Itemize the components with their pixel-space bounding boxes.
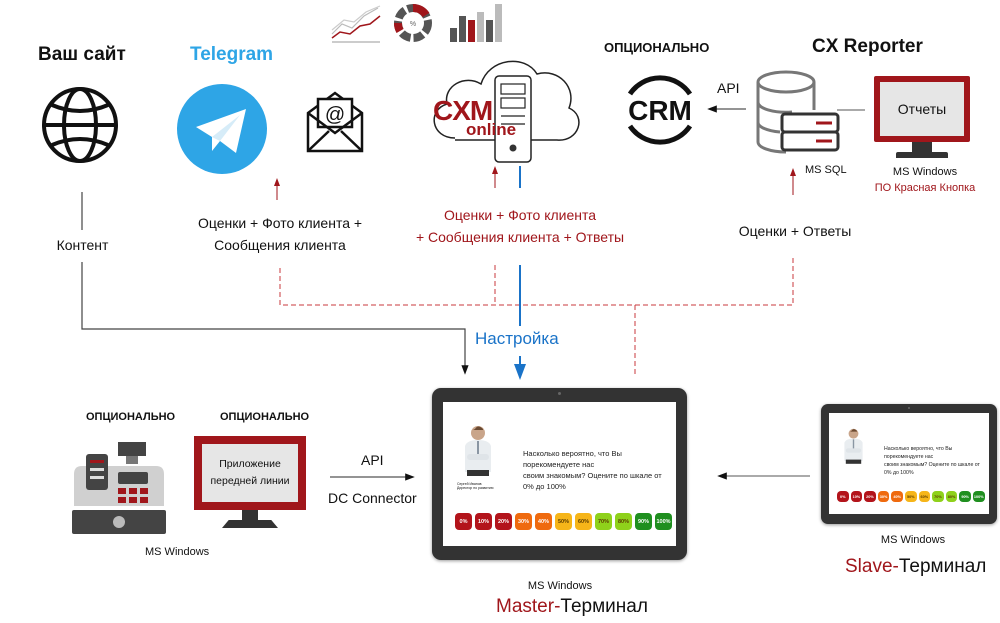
rating-option[interactable]: 50% <box>904 491 917 502</box>
rating-scale: 0%10%20%30%40%50%60%70%80%90%100% <box>837 491 985 502</box>
database-icon <box>756 70 840 154</box>
rating-option[interactable]: 90% <box>959 491 971 502</box>
telegram-icon[interactable] <box>176 83 268 175</box>
reporter-monitor-stand <box>912 142 932 152</box>
person-photo <box>844 428 863 464</box>
master-os-label: MS Windows <box>527 580 593 592</box>
cxm-logo-main: CXM <box>433 95 493 126</box>
cxm-flow-label-line2: + Сообщения клиента + Ответы <box>415 229 625 245</box>
master-camera <box>558 392 561 395</box>
donut-chart-icon: % <box>394 4 432 42</box>
master-role-prefix: Master- <box>496 596 561 617</box>
frontline-optional-label: ОПЦИОНАЛЬНО <box>220 411 310 423</box>
rating-option[interactable]: 100% <box>655 513 672 530</box>
person-photo <box>465 426 491 476</box>
reporter-flow-label: Оценки + Ответы <box>738 223 852 239</box>
rating-option[interactable]: 20% <box>864 491 876 502</box>
slave-role-suffix: Терминал <box>898 556 987 577</box>
survey-question-line2: своим знакомым? Оцените по шкале от 0% д… <box>884 462 980 476</box>
svg-text:@: @ <box>325 104 345 126</box>
reporter-software-label: ПО Красная Кнопка <box>874 182 976 194</box>
rating-option[interactable]: 20% <box>495 513 512 530</box>
bar-chart-icon <box>450 4 502 42</box>
reporter-os-label: MS Windows <box>892 166 958 178</box>
slave-screen: Насколько вероятно, что Вы порекомендует… <box>829 413 989 514</box>
rating-option[interactable]: 50% <box>555 513 572 530</box>
line-chart-icon <box>331 5 381 43</box>
person-role: Директор по развитию <box>457 486 494 490</box>
rating-option[interactable]: 60% <box>575 513 592 530</box>
rating-option[interactable]: 30% <box>877 491 890 502</box>
frontline-os-label: MS Windows <box>145 546 210 558</box>
cx-reporter-title: CX Reporter <box>812 36 923 57</box>
rating-option[interactable]: 90% <box>635 513 652 530</box>
person-name: Сергей Иванов <box>457 482 482 486</box>
rating-option[interactable]: 80% <box>615 513 632 530</box>
rating-option[interactable]: 10% <box>850 491 863 502</box>
reporter-monitor[interactable]: Отчеты <box>874 76 970 142</box>
rating-option[interactable]: 0% <box>837 491 849 502</box>
survey-question-line1: Насколько вероятно, что Вы порекомендует… <box>884 446 953 460</box>
frontline-api-label: API <box>361 452 384 468</box>
crm-api-label: API <box>717 80 740 96</box>
cxm-logo-sub: online <box>466 120 517 139</box>
survey-question-line2: своим знакомым? Оцените по шкале от 0% д… <box>523 471 662 491</box>
crm-optional-label: ОПЦИОНАЛЬНО <box>604 40 710 55</box>
rating-option[interactable]: 80% <box>945 491 958 502</box>
master-screen: Сергей Иванов Директор по развитию Наско… <box>443 402 676 546</box>
frontline-monitor-screen: Приложение передней линии <box>202 444 298 502</box>
globe-icon <box>42 87 118 163</box>
rating-option[interactable]: 30% <box>515 513 532 530</box>
telegram-flow-label: Оценки + Фото клиента + Сообщения клиент… <box>180 212 380 256</box>
rating-option[interactable]: 40% <box>891 491 903 502</box>
master-terminal[interactable]: Сергей Иванов Директор по развитию Наско… <box>432 388 687 560</box>
survey-question-line1: Насколько вероятно, что Вы порекомендует… <box>523 449 622 469</box>
rating-option[interactable]: 70% <box>932 491 944 502</box>
frontline-monitor[interactable]: Приложение передней линии <box>194 436 306 510</box>
dc-connector-label: DC Connector <box>328 490 417 506</box>
frontline-monitor-base <box>222 520 278 528</box>
cloud-server-icon[interactable] <box>425 48 585 163</box>
reporter-monitor-base <box>896 152 948 158</box>
survey-question: Насколько вероятно, что Вы порекомендует… <box>884 445 988 477</box>
reporter-monitor-text: Отчеты <box>880 82 964 136</box>
ratings-dashed-line <box>279 255 794 306</box>
svg-text:%: % <box>410 21 416 28</box>
telegram-flow-label-line1: Оценки + Фото клиента + <box>197 215 363 231</box>
cxm-flow-label: Оценки + Фото клиента + Сообщения клиент… <box>395 204 645 248</box>
mssql-label: MS SQL <box>805 164 847 176</box>
website-content-label: Контент <box>56 237 109 253</box>
cash-register-icon[interactable] <box>70 440 168 536</box>
svg-text:CRM: CRM <box>628 95 692 126</box>
slave-camera <box>908 407 910 409</box>
telegram-flow-label-line2: Сообщения клиента <box>214 237 346 253</box>
rating-option[interactable]: 100% <box>972 491 985 502</box>
settings-label: Настройка <box>475 329 559 348</box>
rating-option[interactable]: 70% <box>595 513 612 530</box>
pos-optional-label: ОПЦИОНАЛЬНО <box>86 411 176 423</box>
slave-terminal[interactable]: Насколько вероятно, что Вы порекомендует… <box>821 404 997 524</box>
rating-option[interactable]: 40% <box>535 513 552 530</box>
master-role-suffix: Терминал <box>560 596 648 617</box>
website-content-line <box>81 262 469 375</box>
crm-icon[interactable]: CRM <box>618 68 702 152</box>
slave-role-prefix: Slave- <box>845 556 899 577</box>
frontline-monitor-text-line1: Приложение <box>219 458 281 470</box>
rating-scale: 0%10%20%30%40%50%60%70%80%90%100% <box>455 513 672 530</box>
master-role-label: Master-Терминал <box>496 596 648 618</box>
website-title: Ваш сайт <box>38 44 126 65</box>
survey-question: Насколько вероятно, что Вы порекомендует… <box>523 448 673 492</box>
email-icon[interactable]: @ <box>305 87 365 153</box>
person-caption: Сергей Иванов Директор по развитию <box>457 482 497 490</box>
cxm-flow-label-line1: Оценки + Фото клиента <box>443 207 597 223</box>
frontline-monitor-stand <box>242 510 258 520</box>
rating-option[interactable]: 10% <box>475 513 492 530</box>
rating-option[interactable]: 0% <box>455 513 472 530</box>
telegram-title: Telegram <box>190 44 274 65</box>
rating-option[interactable]: 60% <box>918 491 931 502</box>
slave-role-label: Slave-Терминал <box>845 556 986 578</box>
frontline-monitor-text-line2: передней линии <box>210 475 290 487</box>
slave-os-label: MS Windows <box>880 534 946 546</box>
